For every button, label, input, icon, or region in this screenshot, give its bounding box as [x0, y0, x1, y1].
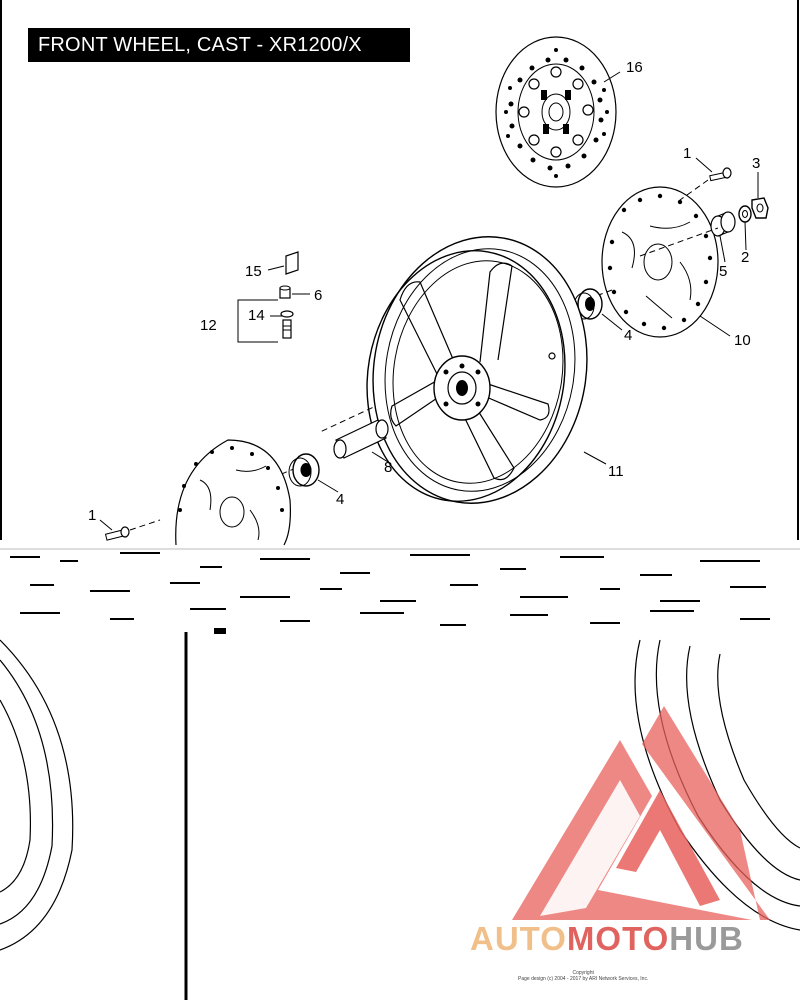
callout-1-bottom: 1 [88, 507, 96, 524]
rotor-left [175, 439, 291, 546]
copyright-line1: Copyright [572, 970, 594, 976]
logo-wordmark: AUTOMOTOHUB [470, 920, 744, 958]
image-glitch-band [0, 548, 800, 634]
callout-5: 5 [719, 263, 727, 280]
spacer-5 [710, 211, 736, 237]
rotor-10 [601, 186, 719, 338]
cast-wheel-11 [366, 236, 588, 504]
tire-fragment-right [634, 639, 800, 931]
washer-2 [738, 205, 752, 223]
bolt-1-top [709, 167, 732, 182]
callout-11: 11 [608, 463, 624, 480]
valve-cap-label-15 [285, 251, 299, 275]
valve-cap-6 [279, 285, 291, 299]
diagram-title: FRONT WHEEL, CAST - XR1200/X [28, 28, 410, 62]
bolt-1-bottom [104, 526, 130, 541]
bearing-4-left [288, 453, 320, 487]
tire-fragment-left [0, 639, 74, 951]
copyright-line2: Page design (c) 2004 - 2017 by ARI Netwo… [518, 976, 649, 982]
callout-10: 10 [734, 332, 751, 349]
valve-stem-12 [282, 319, 292, 339]
callout-6: 6 [314, 287, 322, 304]
callout-4-right: 4 [624, 327, 632, 344]
callout-14: 14 [248, 307, 265, 324]
callout-16: 16 [626, 59, 643, 76]
axle-spacer-8 [333, 419, 389, 459]
logo-part-moto: MOTO [566, 920, 670, 957]
callout-12: 12 [200, 317, 217, 334]
callout-2: 2 [741, 249, 749, 266]
callout-3: 3 [752, 155, 760, 172]
logo-part-auto: AUTO [470, 920, 567, 957]
logo-triangle [512, 706, 770, 920]
valve-nut-14 [280, 310, 294, 318]
callout-15: 15 [245, 263, 262, 280]
callout-8: 8 [384, 459, 392, 476]
logo-part-hub: HUB [669, 920, 744, 957]
callout-4-left: 4 [336, 491, 344, 508]
rotor-16 [495, 36, 617, 188]
callout-1-top: 1 [683, 145, 691, 162]
copyright-notice: Copyright Page design (c) 2004 - 2017 by… [518, 970, 648, 982]
nut-3 [751, 197, 769, 219]
